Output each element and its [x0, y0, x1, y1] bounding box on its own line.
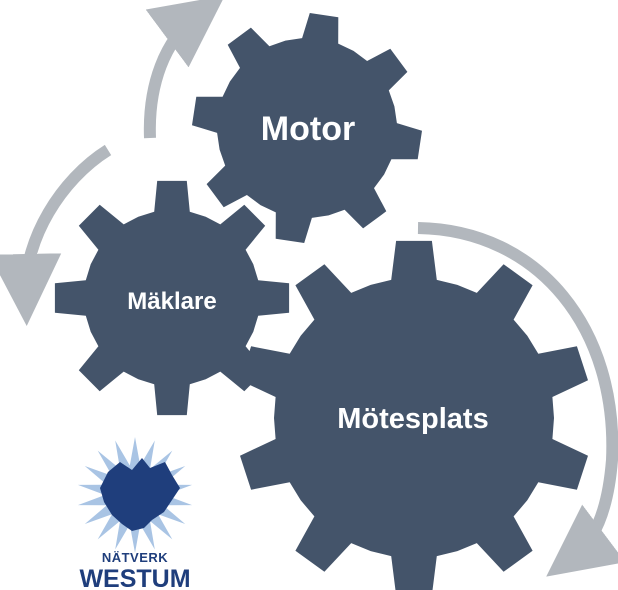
gear-maklare: [54, 180, 290, 416]
logo-region-map: [100, 458, 180, 531]
gear-label-motesplats: Mötesplats: [337, 403, 488, 435]
westum-logo: NÄTVERK WESTUM: [77, 437, 193, 590]
arrow-down-to-maklare: [0, 144, 112, 326]
gear-label-maklare: Mäklare: [127, 288, 216, 315]
logo-text-natverk: NÄTVERK: [102, 550, 168, 565]
logo-text-westum: WESTUM: [79, 565, 190, 590]
gear-label-motor: Motor: [261, 110, 355, 148]
arrow-around-motesplats: [417, 222, 618, 577]
gear-motesplats: [240, 240, 588, 590]
gear-motor: [192, 13, 422, 243]
arrow-up-to-motor: [143, 0, 225, 139]
